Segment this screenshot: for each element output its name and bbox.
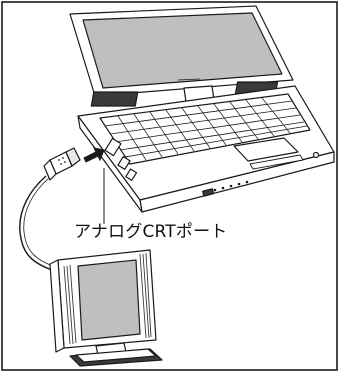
monitor-grille-right	[139, 252, 152, 339]
laptop-side	[77, 115, 143, 213]
laptop	[69, 5, 335, 213]
laptop-logo	[177, 78, 201, 81]
keyboard-columns	[117, 97, 291, 161]
crt-monitor	[49, 249, 163, 367]
insert-arrow	[83, 147, 105, 163]
laptop-screen	[82, 12, 283, 89]
monitor-side	[49, 259, 65, 353]
monitor-grille-left	[63, 264, 77, 345]
keyboard-rows	[104, 100, 308, 158]
side-port-1	[117, 156, 131, 170]
cable-inner	[23, 177, 54, 267]
side-port-vga	[104, 137, 122, 157]
power-button	[312, 151, 320, 159]
front-indicators	[213, 180, 249, 192]
touchpad-buttons	[249, 154, 304, 170]
vga-connector	[43, 147, 81, 182]
cable	[19, 175, 53, 271]
side-port-2	[125, 168, 138, 181]
speaker-left	[90, 91, 139, 107]
monitor-screen	[77, 259, 141, 341]
touchpad	[233, 137, 299, 162]
front-latch	[202, 188, 215, 197]
monitor-stand-top	[75, 348, 157, 363]
port-label: アナログCRTポート	[74, 222, 228, 242]
